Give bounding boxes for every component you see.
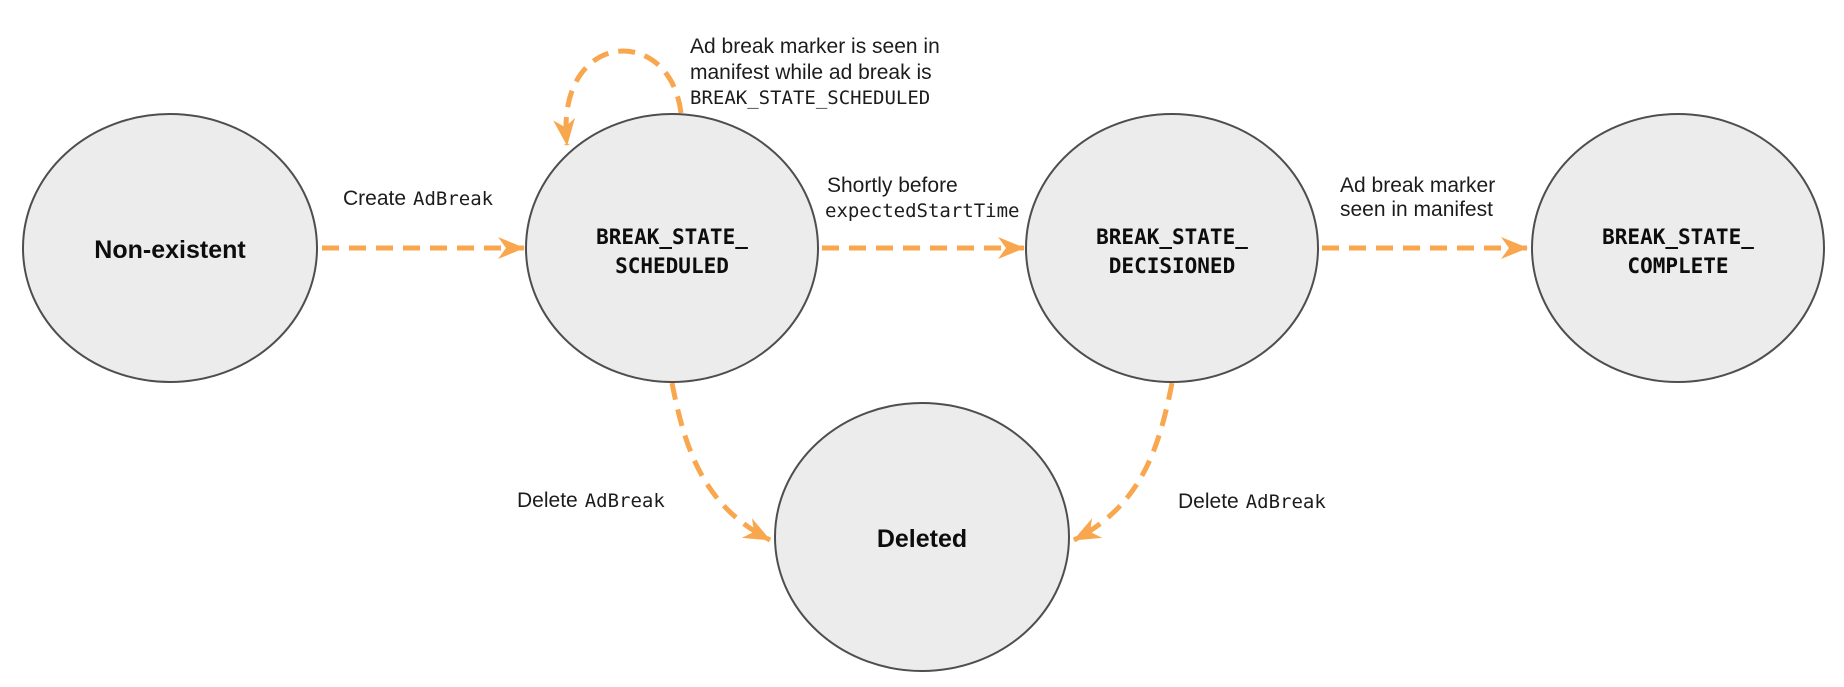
label-line: Ad break marker: [1340, 174, 1495, 197]
transition-label-to-complete: Ad break marker seen in manifest: [1340, 174, 1495, 221]
state-circle: [774, 402, 1070, 672]
state-label: Non-existent: [94, 236, 246, 264]
label-plain-text: Delete: [517, 489, 578, 512]
transition-label-self-loop: Ad break marker is seen in manifest whil…: [690, 35, 940, 109]
state-label-line: BREAK_STATE_: [1096, 225, 1248, 249]
state-circle: [22, 113, 318, 383]
label-plain-text: Create: [343, 187, 406, 210]
state-circle: [1025, 113, 1319, 383]
label-line: manifest while ad break is: [690, 61, 932, 84]
transition-arrow-delete-from-decisioned: [1072, 382, 1175, 543]
transition-label-create: Create AdBreak: [343, 187, 494, 210]
label-line: seen in manifest: [1340, 198, 1493, 221]
state-circle: [1531, 113, 1825, 383]
state-break-state-scheduled: BREAK_STATE_ SCHEDULED: [525, 113, 819, 383]
label-code-text: expectedStartTime: [825, 200, 1019, 222]
state-break-state-complete: BREAK_STATE_ COMPLETE: [1531, 113, 1825, 383]
label-plain-text: Delete: [1178, 490, 1239, 513]
transition-arrow-delete-from-scheduled: [669, 382, 772, 543]
state-label-line: SCHEDULED: [615, 254, 729, 278]
transition-label-to-decisioned: Shortly before expectedStartTime: [825, 174, 1019, 222]
state-label-line: COMPLETE: [1627, 254, 1728, 278]
state-deleted: Deleted: [774, 402, 1070, 672]
transition-label-delete-left: Delete AdBreak: [517, 489, 665, 512]
label-code-text: AdBreak: [1246, 491, 1327, 513]
state-label-line: BREAK_STATE_: [596, 225, 748, 249]
label-code-text: AdBreak: [413, 188, 494, 210]
state-break-state-decisioned: BREAK_STATE_ DECISIONED: [1025, 113, 1319, 383]
label-code-line: BREAK_STATE_SCHEDULED: [690, 87, 930, 109]
label-plain-text: Shortly before: [827, 174, 958, 197]
transition-label-delete-right: Delete AdBreak: [1178, 490, 1326, 513]
state-label: Deleted: [877, 525, 967, 553]
label-code-text: AdBreak: [585, 490, 666, 512]
label-line: Ad break marker is seen in: [690, 35, 940, 58]
state-non-existent: Non-existent: [22, 113, 318, 383]
state-label-line: DECISIONED: [1109, 254, 1235, 278]
state-label-line: BREAK_STATE_: [1602, 225, 1754, 249]
state-circle: [525, 113, 819, 383]
transition-arrow-self-loop: [553, 48, 684, 146]
